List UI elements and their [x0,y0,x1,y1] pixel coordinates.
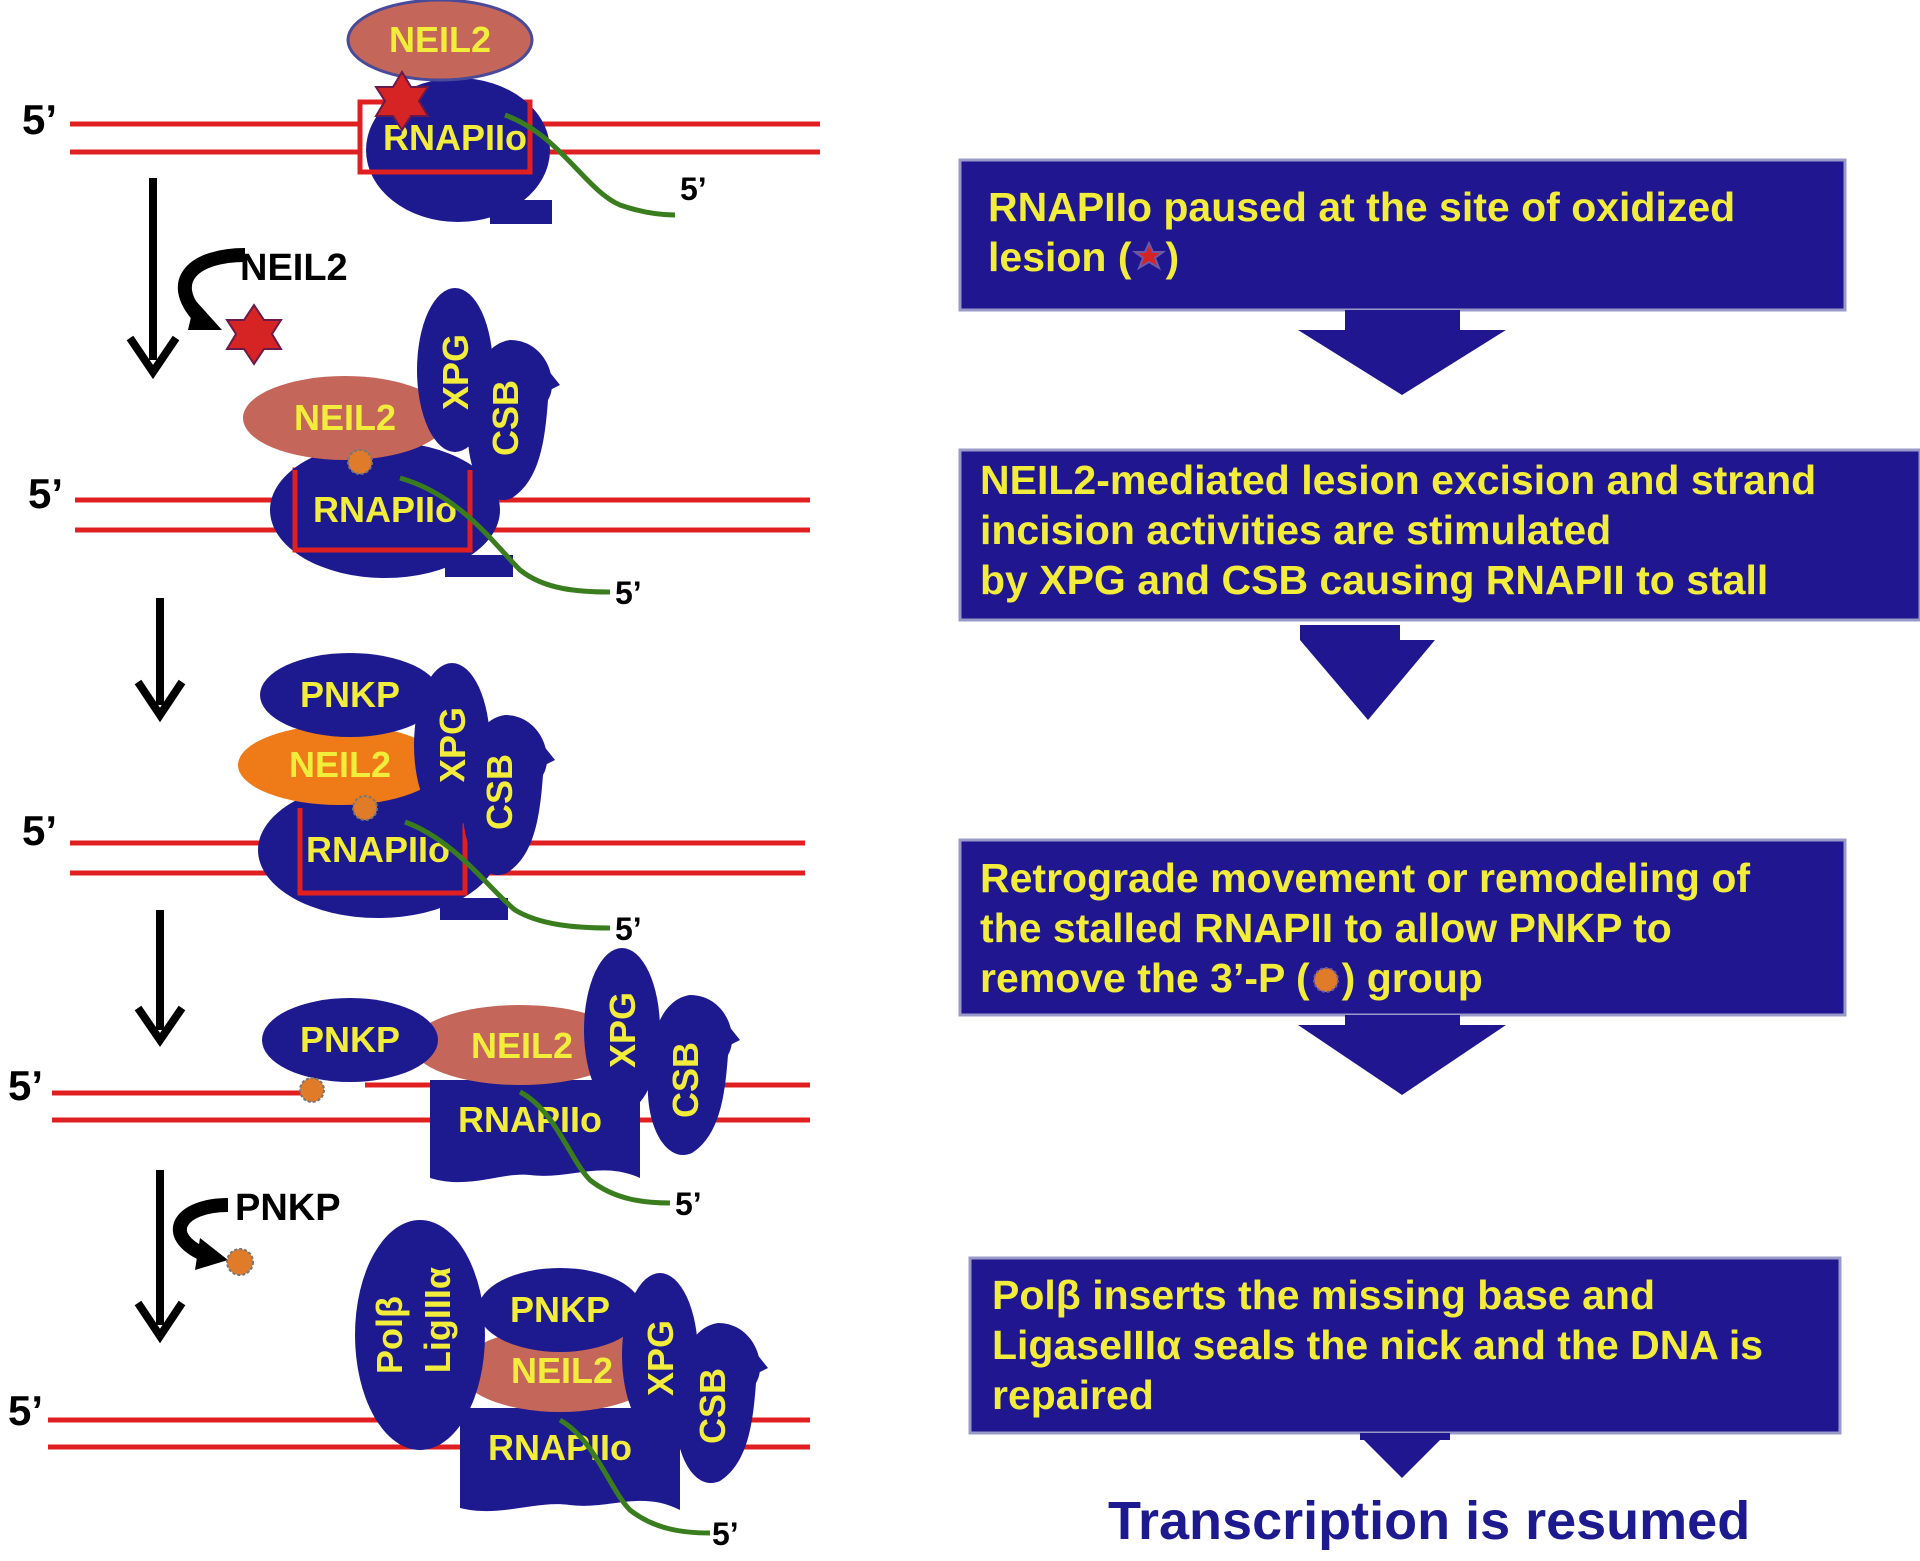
step-arrow-1: NEIL2 [126,178,348,380]
rnap-label: RNAPIIo [488,1427,632,1468]
rna-transcript [558,1417,711,1536]
csb-protein [647,995,733,1156]
pnkp-release-label: PNKP [235,1187,341,1229]
pnkp-protein [260,653,440,737]
step-4-line-2: LigaseIIIα seals the nick and the DNA is [992,1322,1764,1368]
csb-label: CSB [692,1368,733,1444]
step-arrow-2 [134,598,186,723]
neil2-label: NEIL2 [294,397,396,438]
neil2-label: NEIL2 [389,19,491,60]
step-2-line-1: NEIL2-mediated lesion excision and stran… [980,457,1817,503]
neil2-protein [346,0,534,82]
pnkp-label: PNKP [300,674,400,715]
lig-label: LigIIIα [417,1267,458,1373]
step-4-line-1: Polβ inserts the missing base and [992,1272,1655,1318]
step-3-line-1: Retrograde movement or remodeling of [980,855,1751,901]
xpg-label: XPG [602,992,643,1068]
step-4-line-3: repaired [992,1372,1154,1418]
phosphate-icon [299,1077,325,1103]
csb-label: CSB [479,754,520,830]
neil2-protein [412,1005,628,1085]
released-lesion-star-icon [225,303,283,366]
stage-3: 5’ NEIL2 PNKP XPG CSB RNAPIIo 5’ [22,653,805,947]
step-3-text: Retrograde movement or remodeling of the… [980,853,1750,1003]
step-arrow-3 [134,910,186,1048]
xpg-label: XPG [640,1320,681,1396]
step-3-line-2: the stalled RNAPII to allow PNKP to [980,905,1672,951]
step-box-3 [958,838,1847,1095]
rnap-complex [270,442,500,578]
step-box-2 [958,448,1920,720]
released-phosphate-icon [226,1248,254,1276]
rnap-label: RNAPIIo [306,829,450,870]
stage-5: 5’ NEIL2 PNKP Polβ LigIIIα XPG CSB RNAPI… [8,1220,810,1552]
pnkp-protein [262,998,438,1082]
rnap-complex [460,1408,680,1512]
step-3-line-3: remove the 3’-P () group [980,955,1483,1001]
csb-label: CSB [485,380,526,456]
lesion-star-inline-icon [1131,240,1166,271]
polb-label: Polβ [369,1296,410,1374]
rna-five-prime: 5’ [680,171,707,207]
five-prime-label: 5’ [8,1387,43,1434]
neil2-label: NEIL2 [471,1025,573,1066]
rna-transcript [399,475,611,595]
lesion-star-icon [374,70,430,132]
rna-five-prime: 5’ [712,1516,739,1552]
step-2-line-3: by XPG and CSB causing RNAPII to stall [980,557,1769,603]
phosphate-icon [352,795,378,821]
neil2-label: NEIL2 [511,1350,613,1391]
csb-protein [462,715,548,876]
neil2-protein [460,1328,660,1412]
transcription-bubble [357,102,533,175]
five-prime-label: 5’ [8,1062,43,1109]
step-box-1 [958,158,1847,395]
step-arrow-4: PNKP [134,1170,341,1344]
step-1-text: RNAPIIo paused at the site of oxidized l… [988,182,1735,282]
rnap-complex [430,1080,640,1183]
step-2-line-2: incision activities are stimulated [980,507,1612,553]
step-1-line-1: RNAPIIo paused at the site of oxidized [988,184,1736,230]
step-1-line-2: lesion () [988,234,1180,280]
rna-five-prime: 5’ [675,1186,702,1222]
phosphate-inline-icon [1312,967,1339,993]
five-prime-label: 5’ [22,807,57,854]
step-4-text: Polβ inserts the missing base and Ligase… [992,1270,1763,1420]
rnap-label: RNAPIIo [458,1099,602,1140]
neil2-release-label: NEIL2 [240,247,348,289]
pnkp-protein [478,1268,642,1352]
stage-1: 5’ NEIL2 RNAPIIo 5’ [22,0,820,224]
csb-label: CSB [665,1042,706,1118]
polb-lig-protein [355,1220,485,1450]
neil2-protein [238,725,442,805]
neil2-label: NEIL2 [289,744,391,785]
stage-4: 5’ NEIL2 PNKP XPG CSB RNAPIIo 5’ [8,948,810,1222]
five-prime-label: 5’ [28,470,63,517]
csb-protein [675,1323,761,1484]
stage-2: 5’ NEIL2 XPG CSB RNAPIIo 5’ [28,288,810,611]
rna-five-prime: 5’ [615,911,642,947]
five-prime-label: 5’ [22,96,57,143]
rna-transcript [518,1089,671,1206]
step-2-text: NEIL2-mediated lesion excision and stran… [980,455,1816,605]
csb-protein [467,340,553,501]
pnkp-label: PNKP [300,1019,400,1060]
step-box-4 [968,1256,1842,1478]
final-outcome-text: Transcription is resumed [1108,1491,1751,1551]
xpg-label: XPG [435,334,476,410]
rna-five-prime: 5’ [615,575,642,611]
rnap-label: RNAPIIo [313,489,457,530]
pnkp-label: PNKP [510,1289,610,1330]
neil2-protein [243,376,447,460]
phosphate-icon [347,449,373,475]
rna-transcript [504,112,676,218]
rna-transcript [404,819,611,931]
xpg-protein [584,948,660,1112]
